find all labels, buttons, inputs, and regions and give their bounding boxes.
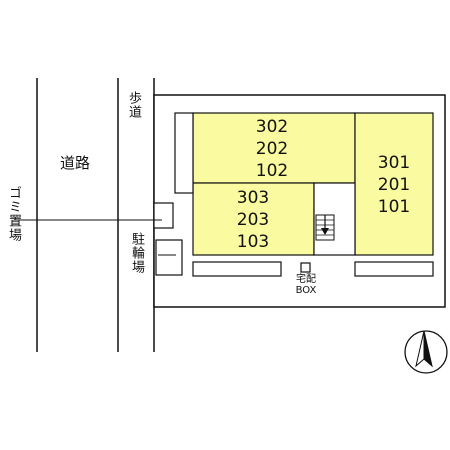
sidewalk-label: 歩道 xyxy=(126,91,141,119)
unit-block-left-top xyxy=(192,112,356,184)
building-side-strip xyxy=(174,112,194,194)
unit-number: 203 xyxy=(236,210,270,230)
bicycle-parking xyxy=(155,239,183,276)
unit-number: 201 xyxy=(377,175,411,195)
unit-block-left-bottom xyxy=(192,182,315,256)
delivery-box-label: 宅配 BOX xyxy=(293,274,319,296)
unit-number: 101 xyxy=(377,197,411,217)
bicycle-label: 駐輪場 xyxy=(129,232,144,274)
delivery-box-label-line2: BOX xyxy=(295,285,317,296)
unit-number: 202 xyxy=(255,139,289,159)
unit-numbers-left-top: 302 202 102 xyxy=(240,116,304,182)
garbage-area xyxy=(153,202,174,229)
delivery-box-icon xyxy=(300,262,311,273)
balcony-left xyxy=(192,261,282,277)
delivery-box-label-line1: 宅配 xyxy=(296,274,316,285)
unit-number: 302 xyxy=(255,117,289,137)
stairs-icon xyxy=(315,214,335,241)
unit-block-right xyxy=(354,112,434,256)
unit-numbers-right: 301 201 101 xyxy=(362,152,426,218)
balcony-right xyxy=(354,261,434,277)
unit-number: 103 xyxy=(236,232,270,252)
unit-numbers-left-bottom: 303 203 103 xyxy=(221,187,285,253)
unit-number: 301 xyxy=(377,153,411,173)
unit-number: 303 xyxy=(236,188,270,208)
garbage-label: ゴミ置場 xyxy=(6,186,21,242)
road-label: 道路 xyxy=(60,154,91,172)
north-arrow-icon xyxy=(404,330,448,374)
unit-number: 102 xyxy=(255,161,289,181)
